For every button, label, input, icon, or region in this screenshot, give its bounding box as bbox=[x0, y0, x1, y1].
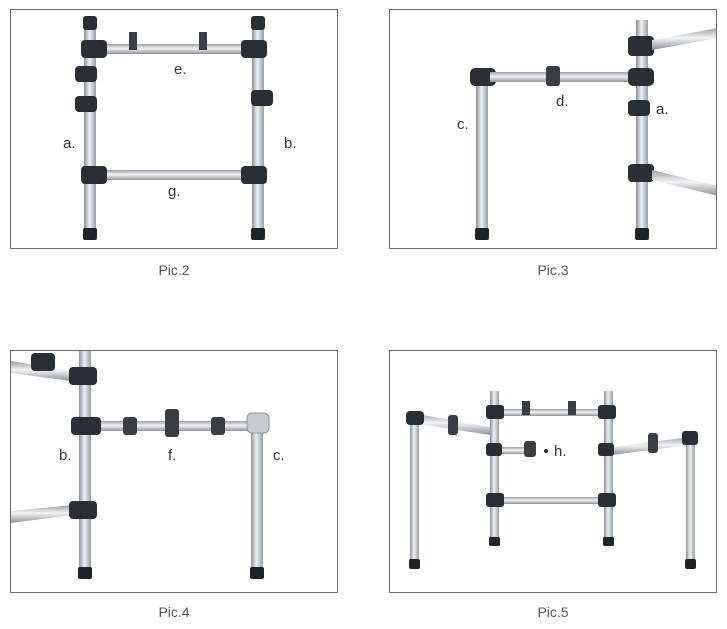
mount-clamp bbox=[199, 32, 207, 50]
center-bottom-bar bbox=[496, 497, 606, 504]
side-clamp bbox=[75, 66, 97, 82]
t-clamp bbox=[628, 164, 654, 182]
side-clamp bbox=[486, 443, 502, 456]
diagram-panel-pic5: h. bbox=[389, 350, 717, 593]
center-right-post bbox=[604, 391, 613, 541]
post-cap bbox=[251, 16, 265, 30]
label-c: c. bbox=[457, 116, 469, 133]
mount-d bbox=[546, 66, 560, 86]
t-clamp bbox=[241, 40, 267, 58]
side-clamp bbox=[628, 100, 650, 116]
crossbar-e bbox=[93, 44, 257, 54]
mount-clamp bbox=[165, 409, 179, 437]
label-e: e. bbox=[174, 61, 187, 78]
label-d: d. bbox=[556, 93, 569, 110]
mount-clamp bbox=[448, 415, 458, 435]
post-cap bbox=[83, 16, 97, 30]
mount-clamp bbox=[522, 401, 530, 415]
corner-clamp bbox=[682, 431, 698, 445]
center-top-bar bbox=[496, 409, 606, 416]
rubber-foot bbox=[475, 228, 489, 240]
rubber-foot bbox=[78, 567, 92, 579]
mount-clamp bbox=[568, 401, 576, 415]
label-f: f. bbox=[168, 447, 177, 464]
t-clamp bbox=[241, 166, 267, 184]
t-clamp bbox=[486, 405, 504, 419]
rubber-foot bbox=[250, 567, 264, 579]
label-a: a. bbox=[63, 135, 76, 152]
left-wing-post bbox=[410, 417, 419, 565]
t-clamp bbox=[81, 40, 107, 58]
right-wing-post bbox=[686, 435, 695, 565]
side-clamp bbox=[598, 443, 614, 456]
t-clamp bbox=[81, 166, 107, 184]
diagram-panel-pic3: c. d. a. bbox=[389, 9, 717, 249]
rubber-foot bbox=[251, 228, 265, 240]
side-clamp bbox=[75, 96, 97, 112]
t-clamp bbox=[628, 68, 654, 86]
caption-pic5: Pic.5 bbox=[537, 604, 569, 620]
label-g: g. bbox=[168, 183, 181, 200]
crossbar bbox=[490, 72, 640, 82]
caption-pic4: Pic.4 bbox=[158, 604, 190, 620]
side-clamp bbox=[251, 90, 273, 106]
dot-marker bbox=[544, 449, 548, 453]
side-arm bbox=[652, 28, 716, 50]
side-arm bbox=[652, 170, 716, 196]
label-c: c. bbox=[273, 447, 285, 464]
caption-pic3: Pic.3 bbox=[537, 262, 569, 278]
corner-clamp bbox=[406, 411, 424, 425]
label-a: a. bbox=[656, 101, 669, 118]
label-h: h. bbox=[554, 443, 567, 460]
caption-pic2: Pic.2 bbox=[158, 262, 190, 278]
corner-clamp bbox=[71, 417, 101, 435]
diagram-panel-pic2: e. a. b. g. bbox=[10, 9, 338, 249]
t-clamp bbox=[69, 367, 97, 385]
rubber-foot bbox=[685, 559, 696, 569]
t-clamp bbox=[486, 493, 504, 507]
t-clamp bbox=[628, 36, 654, 56]
diagram-panel-pic4: b. f. c. bbox=[10, 350, 338, 593]
rack-illustration-pic2 bbox=[75, 16, 273, 240]
post-c bbox=[476, 72, 488, 234]
rack-illustration-pic5 bbox=[406, 391, 698, 569]
t-clamp bbox=[598, 405, 616, 419]
corner-cap bbox=[246, 412, 270, 434]
label-b: b. bbox=[284, 135, 297, 152]
t-clamp bbox=[69, 501, 97, 519]
mount-clamp bbox=[129, 32, 137, 50]
mount-clamp bbox=[648, 433, 658, 453]
mount-clamp bbox=[211, 417, 225, 435]
rack-illustration-pic4 bbox=[11, 351, 270, 579]
corner-clamp bbox=[470, 68, 496, 86]
mount-h bbox=[524, 441, 536, 457]
t-clamp bbox=[598, 493, 616, 507]
crossbar-g bbox=[93, 170, 257, 180]
rubber-foot bbox=[409, 559, 420, 569]
rubber-foot bbox=[635, 228, 649, 240]
rubber-foot bbox=[489, 537, 500, 546]
t-clamp bbox=[31, 353, 55, 371]
mount-clamp bbox=[123, 417, 137, 435]
short-arm-h bbox=[496, 447, 526, 454]
side-arm bbox=[11, 505, 73, 523]
rubber-foot bbox=[83, 228, 97, 240]
rubber-foot bbox=[603, 537, 614, 546]
rack-illustration-pic3 bbox=[470, 20, 716, 240]
post-c bbox=[251, 413, 263, 573]
center-left-post bbox=[490, 391, 499, 541]
label-b: b. bbox=[59, 447, 72, 464]
